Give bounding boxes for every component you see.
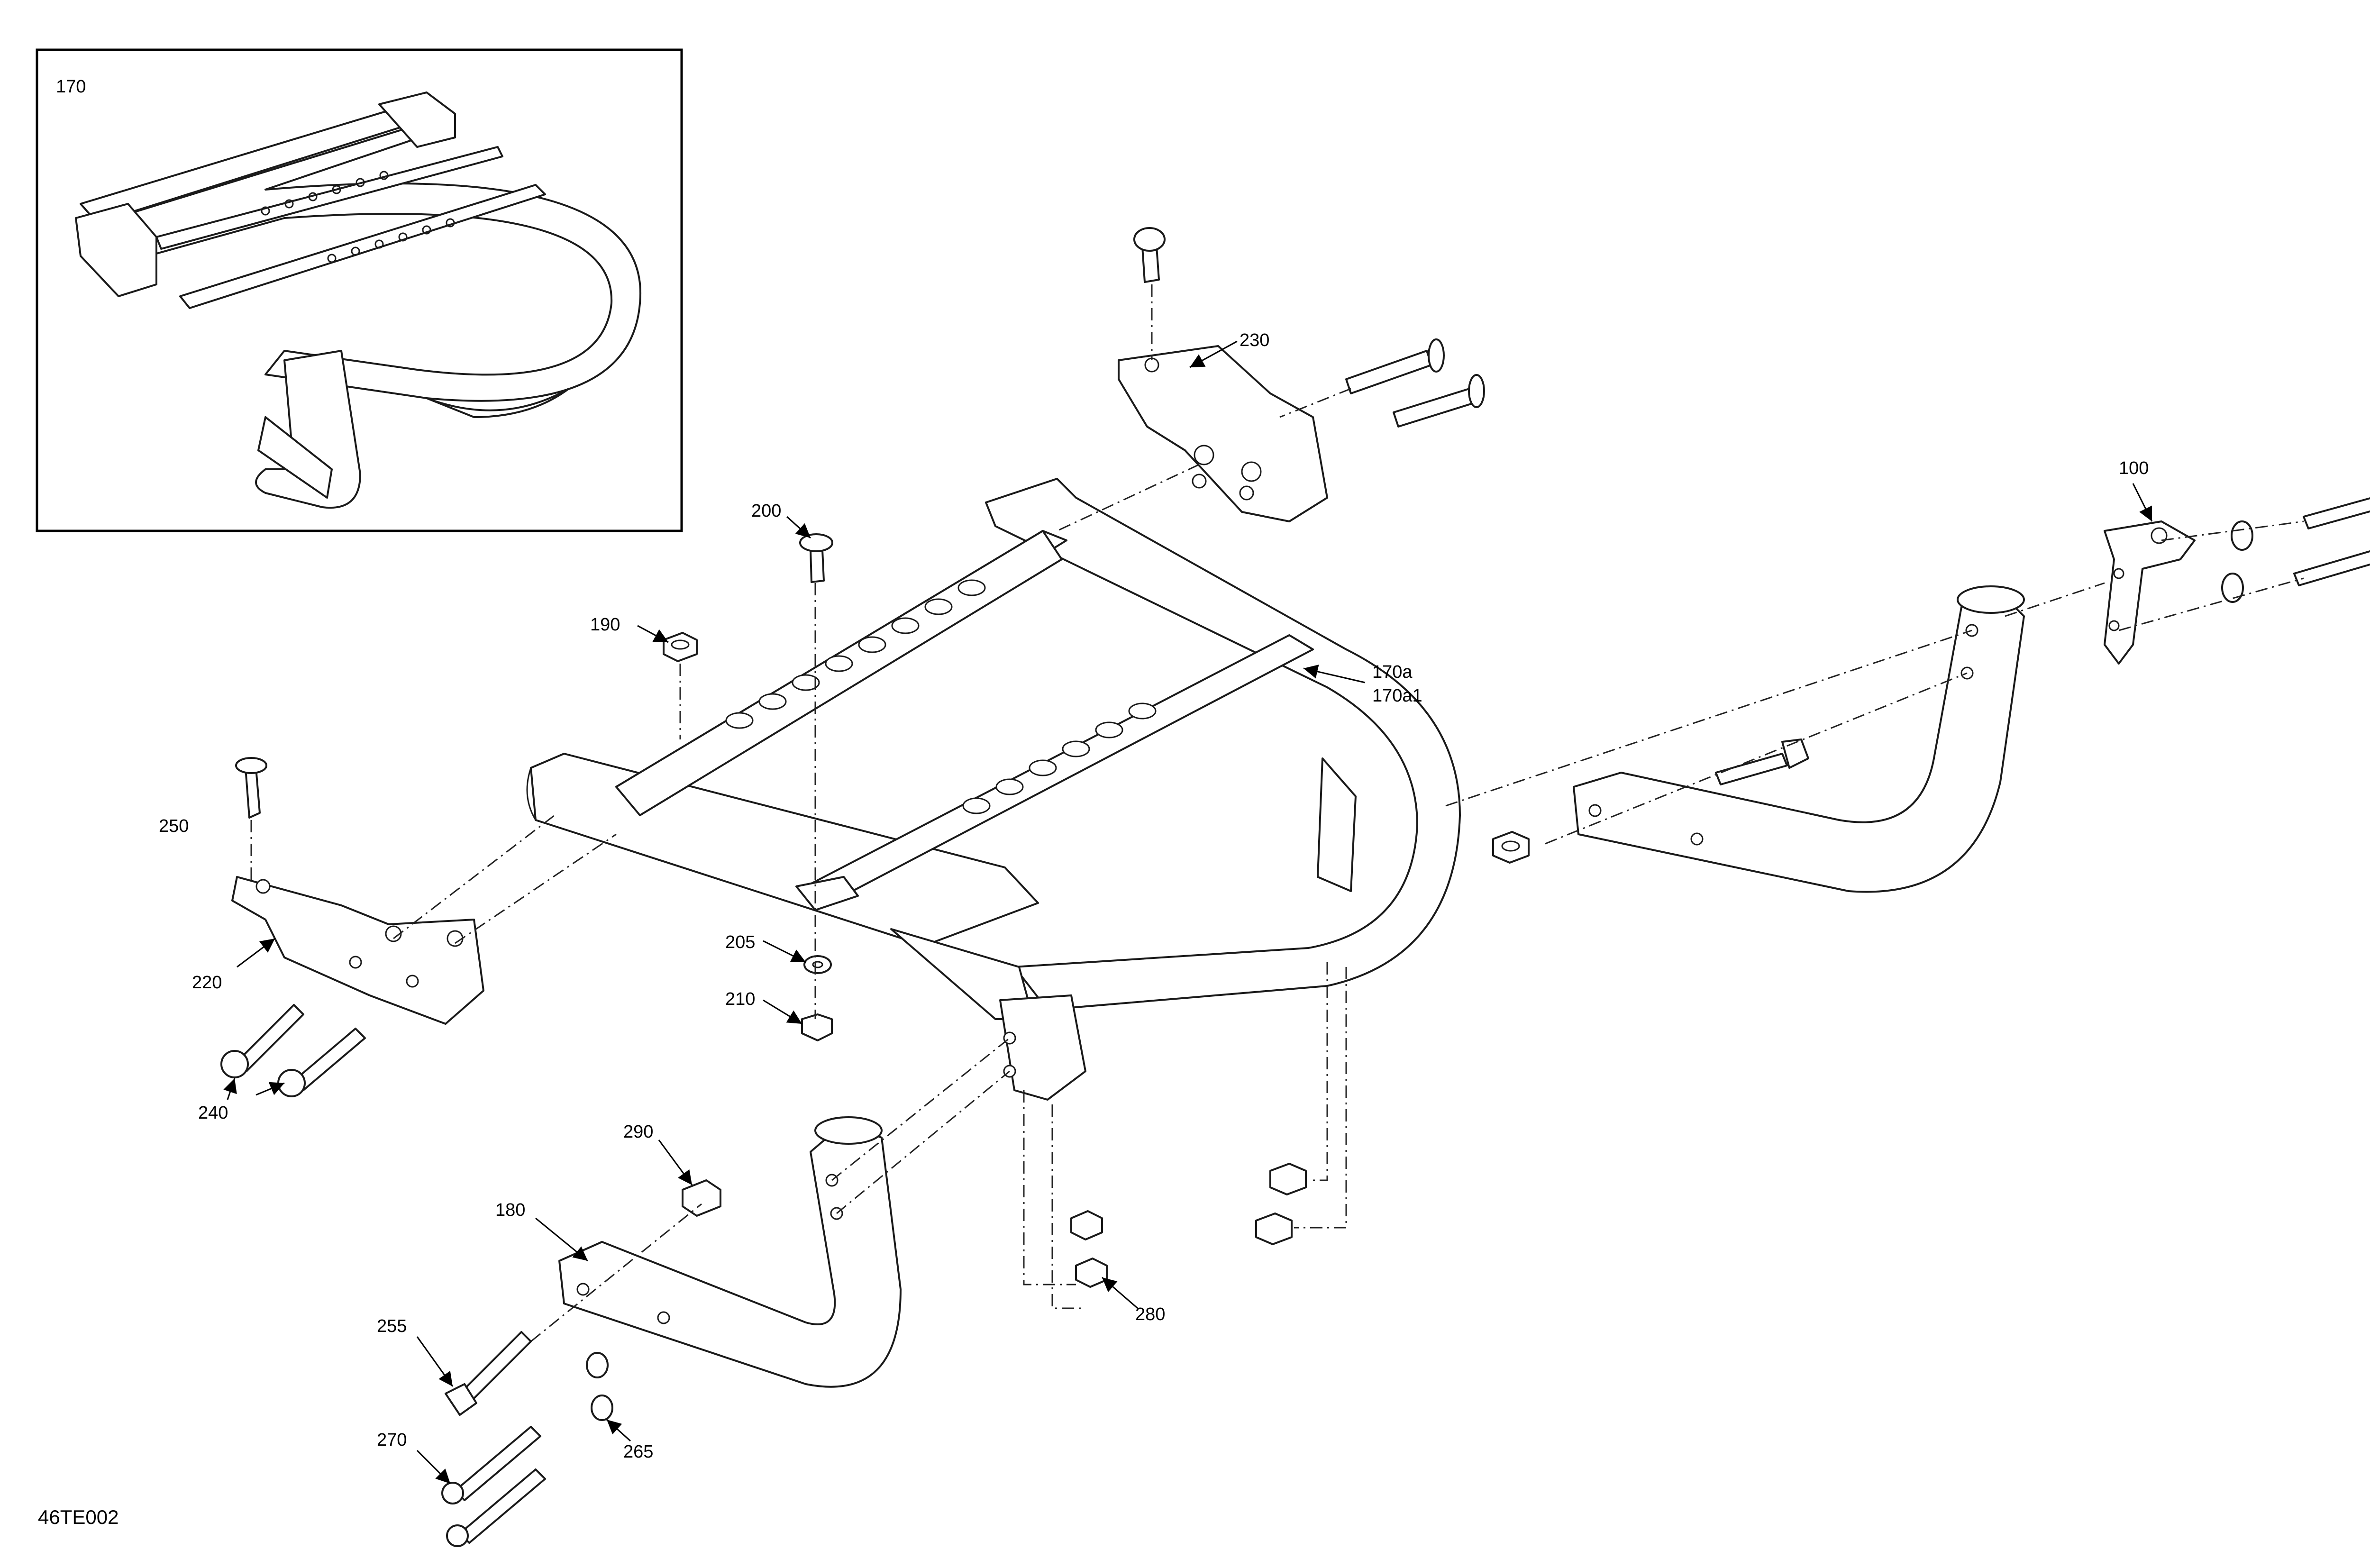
callout-210: 210 bbox=[725, 989, 755, 1009]
bolt-right-leg bbox=[1715, 738, 1809, 785]
callout-290: 290 bbox=[623, 1122, 653, 1142]
rail-holes bbox=[725, 579, 1157, 814]
bolt-230-top bbox=[1133, 227, 1166, 283]
bolt-250 bbox=[235, 757, 267, 819]
inset-view: 170 bbox=[36, 48, 683, 532]
callout-220: 220 bbox=[192, 973, 222, 993]
spacer-290 bbox=[682, 1179, 721, 1217]
pins-230 bbox=[1345, 338, 1485, 428]
callout-170a1: 170a1 bbox=[1372, 686, 1422, 706]
bolts-270 bbox=[441, 1426, 546, 1547]
callout-270: 270 bbox=[377, 1430, 407, 1450]
callout-100: 100 bbox=[2119, 458, 2149, 478]
bolts-right bbox=[2221, 497, 2370, 603]
callout-200: 200 bbox=[751, 501, 781, 521]
callout-280: 280 bbox=[1135, 1304, 1165, 1324]
callout-230: 230 bbox=[1240, 330, 1269, 350]
callout-255: 255 bbox=[377, 1316, 407, 1336]
bolts-240 bbox=[220, 1004, 366, 1097]
nut-right bbox=[1492, 831, 1530, 864]
main-frame bbox=[526, 478, 1461, 1101]
bracket-230 bbox=[1118, 345, 1328, 522]
left-leg-180 bbox=[558, 1116, 902, 1388]
bracket-100 bbox=[2104, 520, 2196, 665]
bracket-220 bbox=[231, 876, 484, 1025]
bolt-255 bbox=[445, 1331, 532, 1416]
nuts-280 bbox=[1070, 1210, 1108, 1288]
callout-labels: 100 170a 170a1 180 190 200 205 210 220 2… bbox=[159, 330, 2149, 1462]
washers-265 bbox=[586, 1352, 613, 1421]
diagram-code: 46TE002 bbox=[38, 1506, 118, 1528]
bolt-200 bbox=[799, 533, 833, 583]
callout-265: 265 bbox=[623, 1442, 653, 1462]
nuts-lower-right bbox=[1255, 1163, 1307, 1245]
callout-240: 240 bbox=[198, 1103, 228, 1123]
inset-assembled-rack bbox=[75, 91, 642, 509]
assembly-centerlines bbox=[250, 284, 2304, 1342]
callout-250: 250 bbox=[159, 816, 189, 836]
callout-180: 180 bbox=[495, 1200, 525, 1220]
callout-205: 205 bbox=[725, 932, 755, 952]
callout-leaders bbox=[223, 340, 2153, 1485]
washer-205 bbox=[803, 955, 832, 974]
inset-label: 170 bbox=[56, 77, 86, 97]
nut-210 bbox=[801, 1013, 833, 1041]
callout-170a: 170a bbox=[1372, 662, 1413, 682]
callout-190: 190 bbox=[590, 615, 620, 635]
nut-190 bbox=[663, 632, 698, 662]
